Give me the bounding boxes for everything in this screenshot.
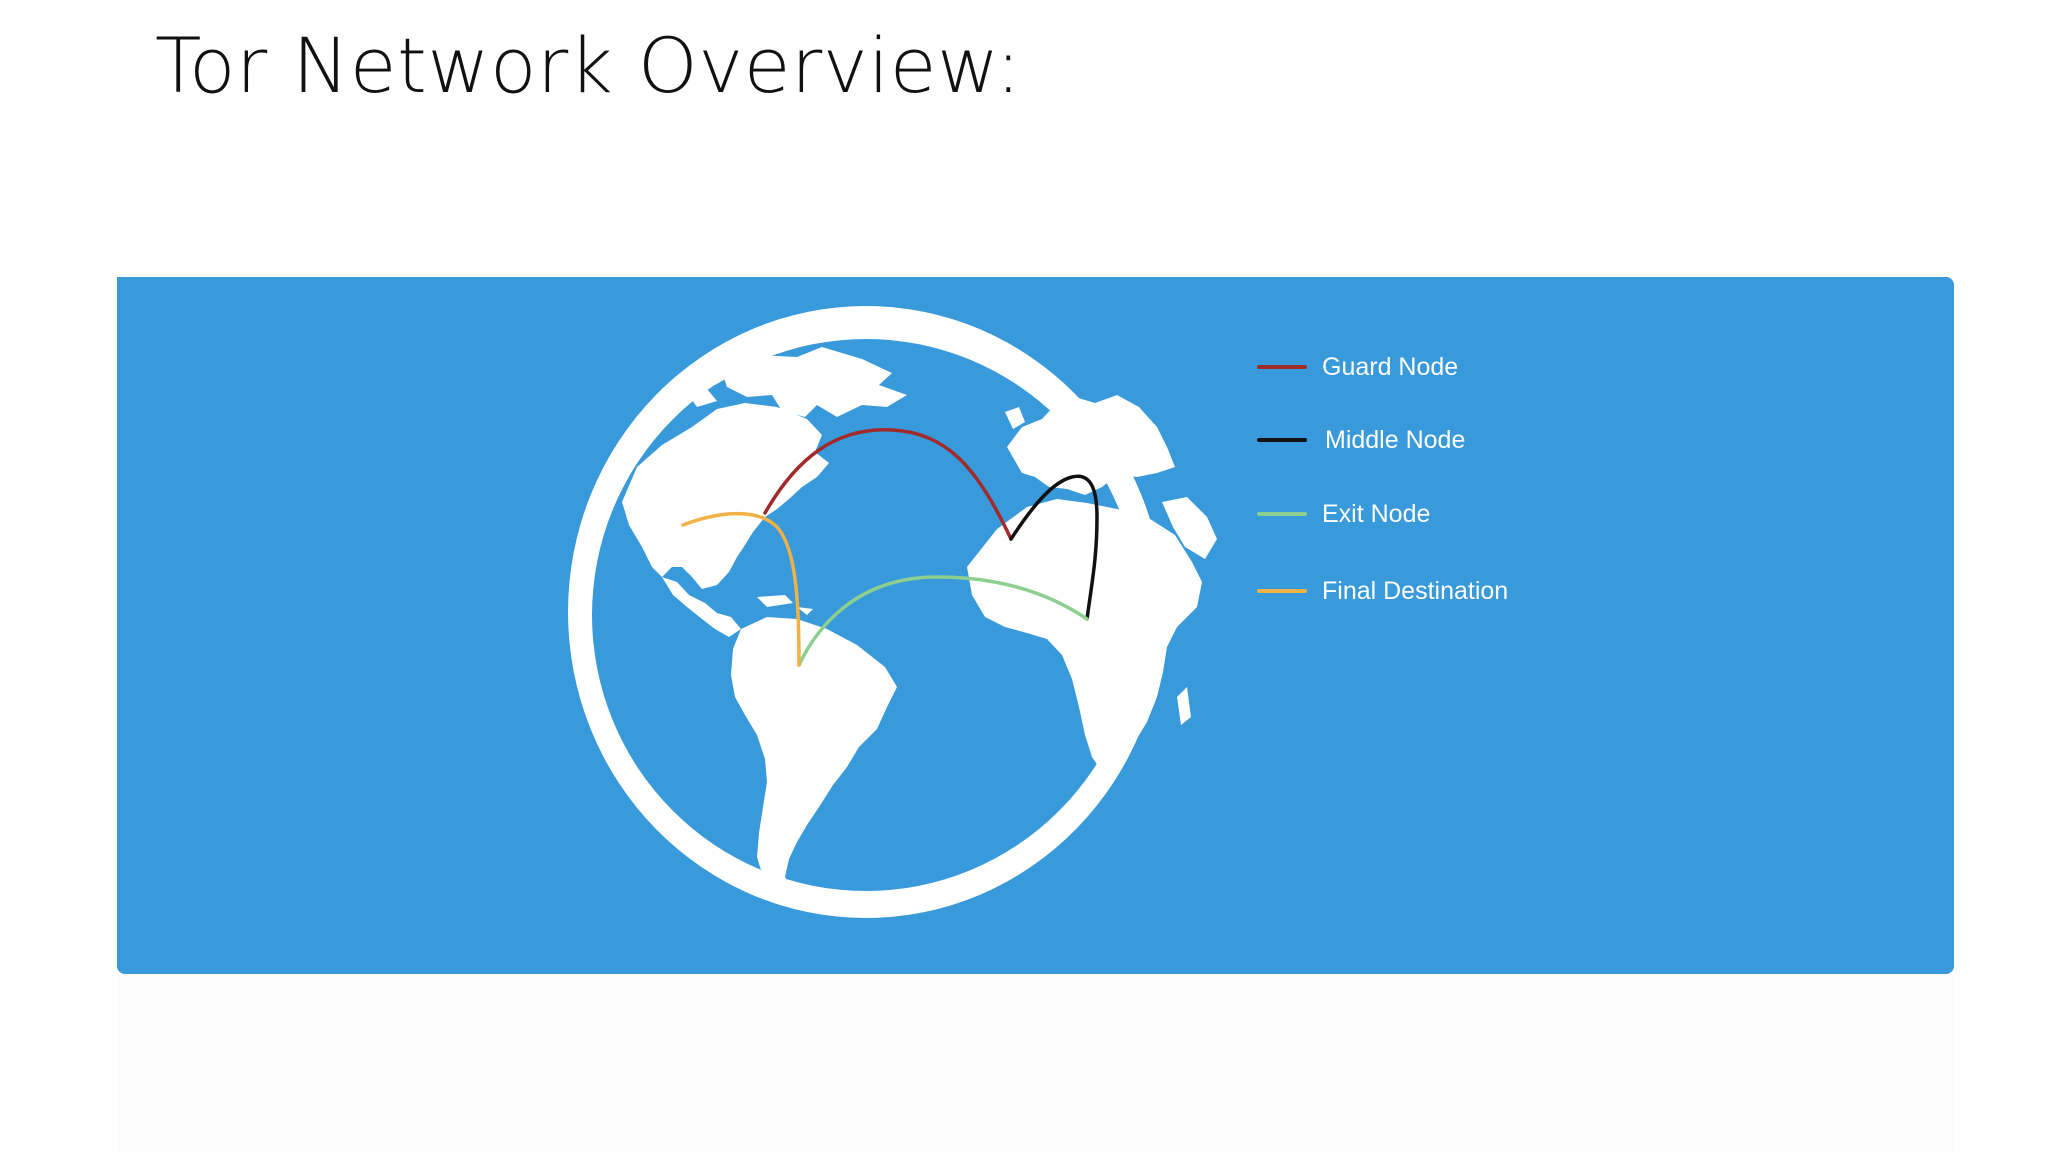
central-america-shape [662, 577, 741, 637]
guard-node-swatch [1257, 365, 1307, 369]
legend-label: Exit Node [1322, 500, 1431, 528]
arabia-shape [1162, 497, 1217, 559]
africa-shape [967, 499, 1202, 772]
legend-label: Middle Node [1325, 426, 1466, 454]
greenland-shape [722, 347, 907, 417]
globe-diagram [568, 306, 1217, 918]
final-destination-swatch [1257, 589, 1307, 593]
legend-item-final-destination: Final Destination [1257, 571, 1657, 611]
exit-node-route [797, 575, 1089, 667]
legend-item-exit-node: Exit Node [1257, 494, 1657, 534]
arctic-islands-shape [687, 367, 729, 407]
british-isles-shape [1005, 407, 1025, 429]
north-america-shape [622, 403, 829, 589]
legend-item-guard-node: Guard Node [1257, 347, 1657, 387]
legend-label: Guard Node [1322, 353, 1459, 381]
final-destination-route [681, 511, 801, 667]
middle-node-swatch [1257, 438, 1307, 442]
continents [622, 347, 1217, 889]
madagascar-shape [1177, 687, 1191, 725]
legend-label: Final Destination [1322, 577, 1509, 605]
slide-title: Tor Network Overview: [155, 21, 1022, 110]
caribbean-shape [757, 595, 813, 615]
guard-node-route [763, 428, 1013, 541]
middle-node-route [1009, 474, 1099, 621]
diagram-panel: Guard Node Middle Node Exit Node Final D… [117, 277, 1954, 974]
exit-node-swatch [1257, 512, 1307, 516]
south-america-shape [731, 617, 897, 889]
panel-shadow [117, 974, 1954, 1152]
legend-item-middle-node: Middle Node [1257, 420, 1657, 460]
europe-shape [1007, 395, 1175, 495]
